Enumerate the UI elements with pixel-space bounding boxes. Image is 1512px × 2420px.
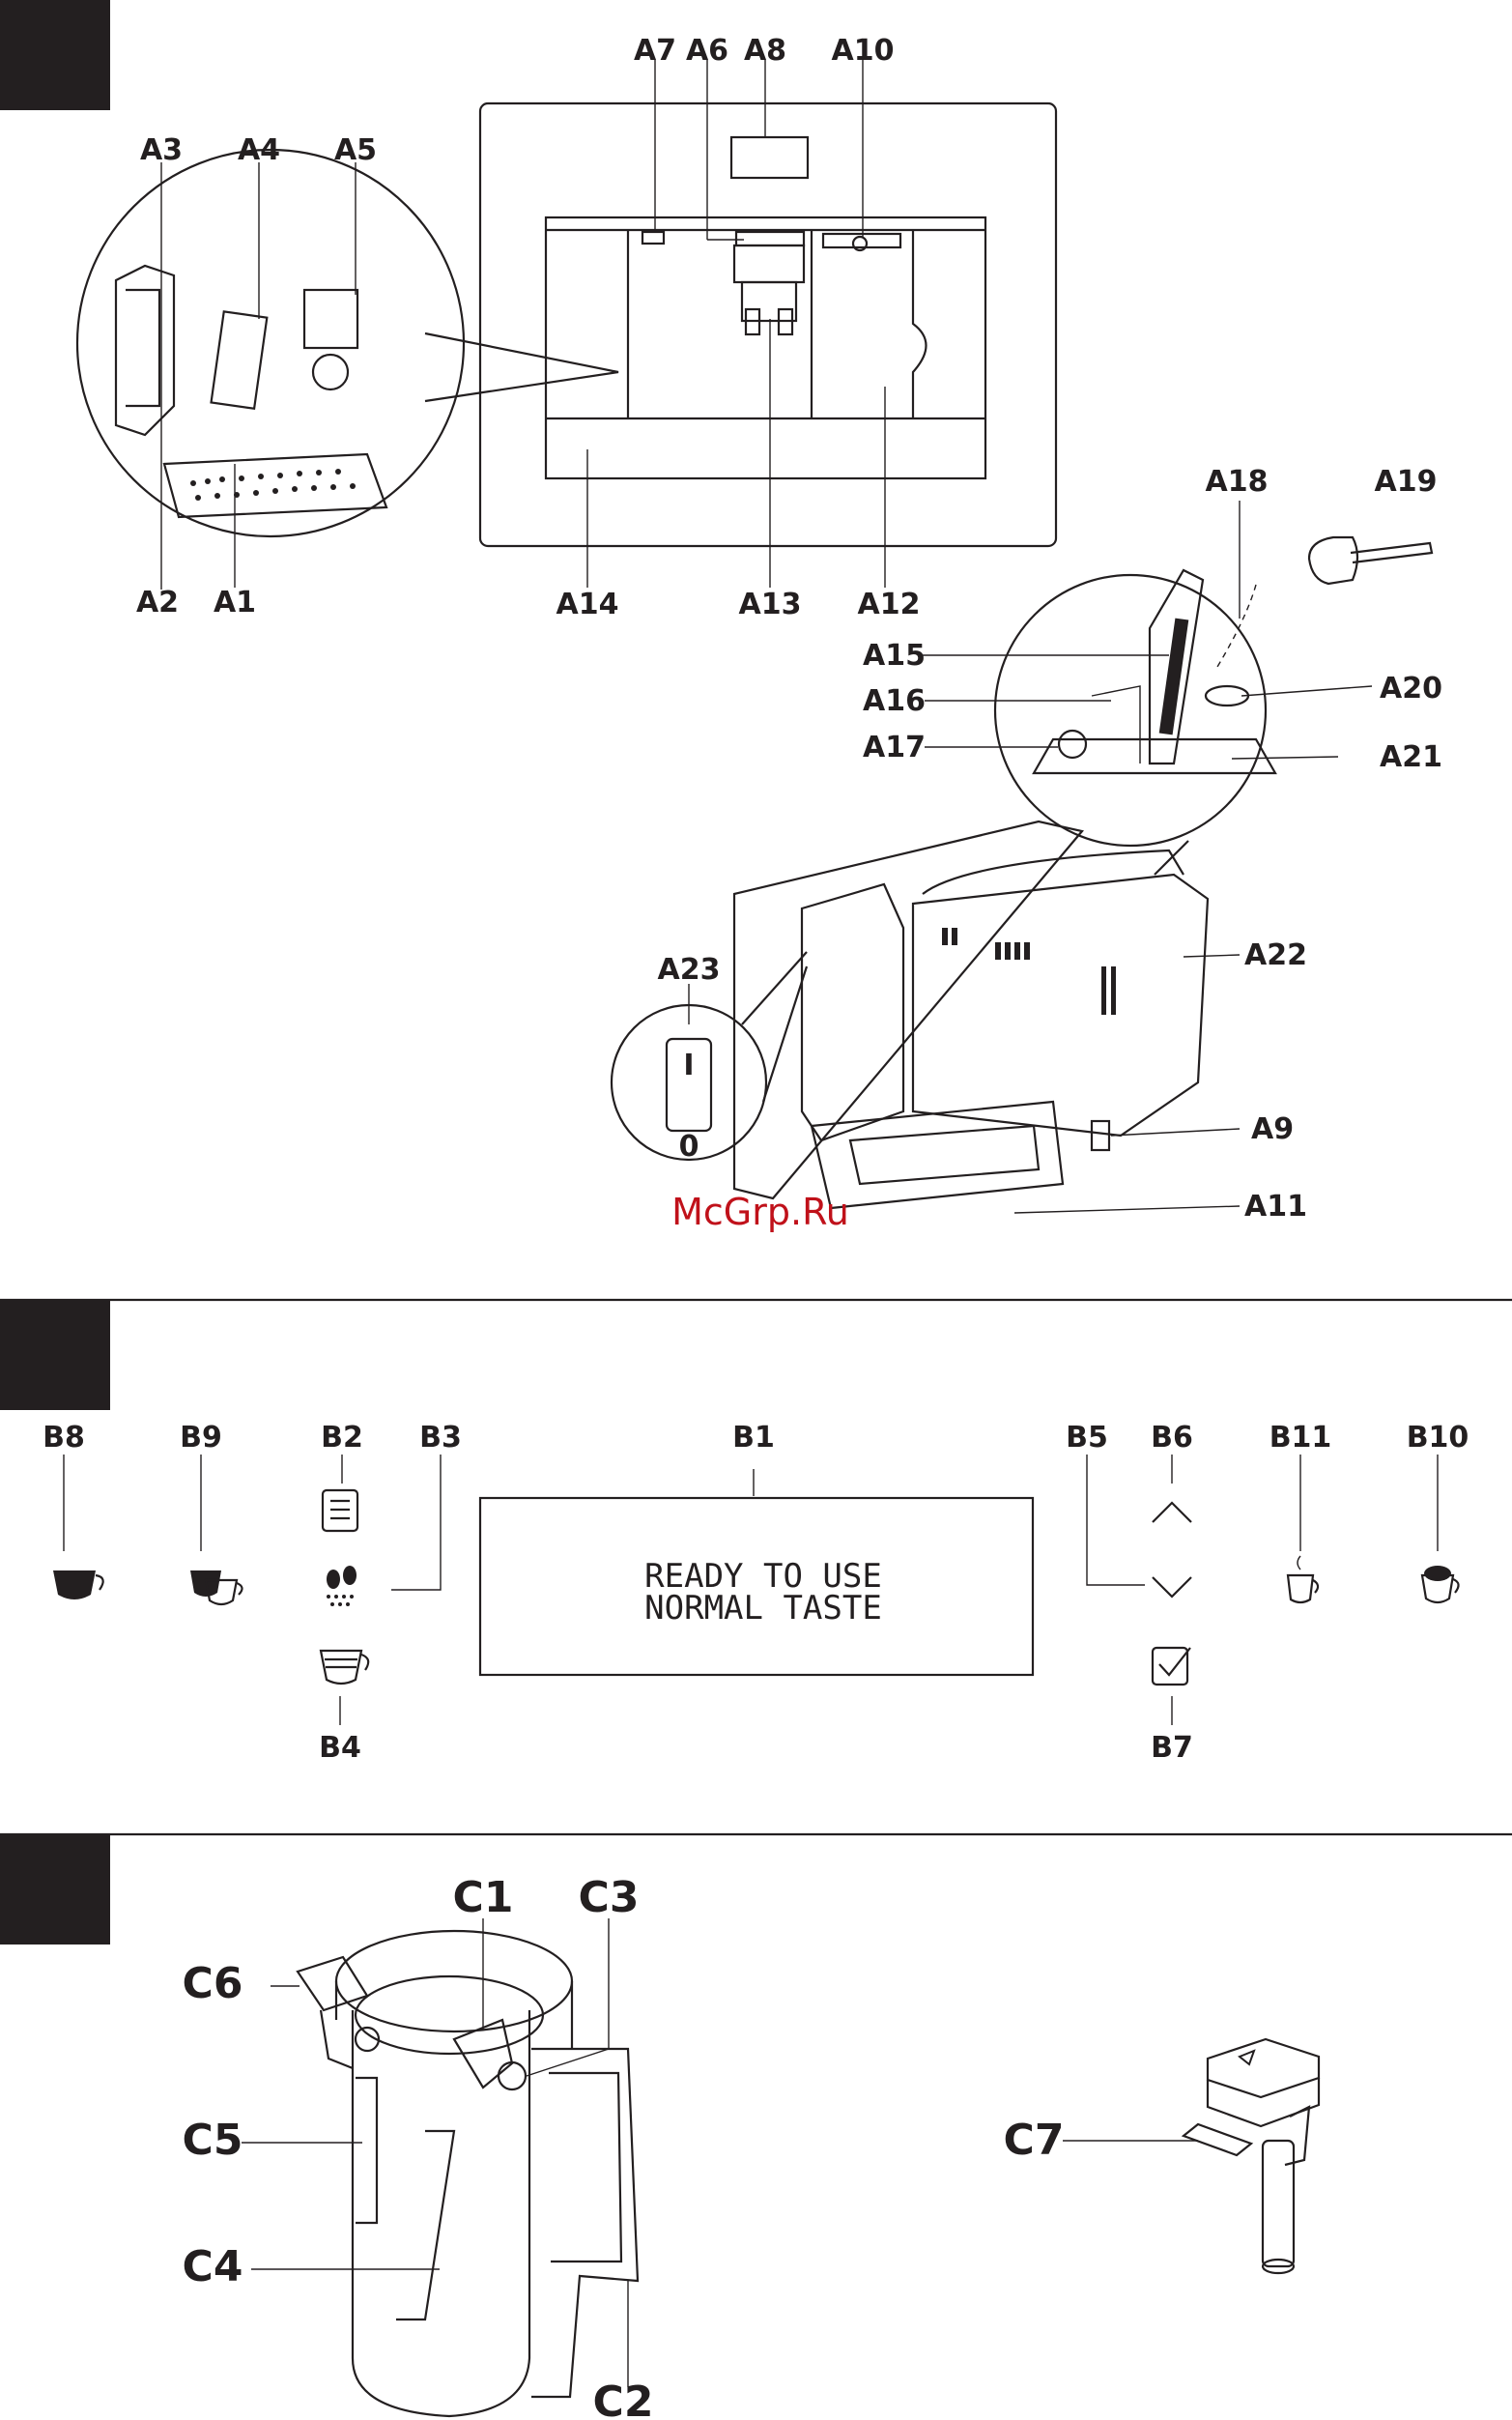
switch-off-label: 0 xyxy=(679,1130,699,1164)
checkbox-icon[interactable] xyxy=(1153,1648,1190,1685)
label-a23: A23 xyxy=(658,953,721,987)
label-b7: B7 xyxy=(1151,1731,1193,1765)
label-a2: A2 xyxy=(136,586,179,619)
machine-front-view xyxy=(480,103,1056,546)
label-a7: A7 xyxy=(634,34,676,68)
label-c7: C7 xyxy=(1004,2116,1065,2165)
label-c1: C1 xyxy=(453,1873,514,1922)
drip-tray-detail-circle xyxy=(77,150,618,536)
chevron-down-icon[interactable] xyxy=(1153,1577,1191,1597)
label-a9: A9 xyxy=(1251,1112,1294,1146)
cappuccino-cup-icon[interactable] xyxy=(1422,1566,1459,1602)
display-line-2: NORMAL TASTE xyxy=(644,1589,882,1628)
double-espresso-icon[interactable] xyxy=(190,1570,242,1604)
label-a18: A18 xyxy=(1206,465,1269,499)
label-a19: A19 xyxy=(1375,465,1438,499)
label-a4: A4 xyxy=(238,133,280,167)
hot-water-cup-icon[interactable] xyxy=(1288,1556,1318,1602)
label-c2: C2 xyxy=(593,2377,654,2420)
label-a6: A6 xyxy=(686,34,728,68)
label-c6: C6 xyxy=(183,1959,243,2008)
section-a-labels: A7 A6 A8 A10 A3 A4 A5 A2 A1 A14 A13 A12 … xyxy=(136,34,1442,1224)
label-a21: A21 xyxy=(1380,740,1442,774)
label-b1: B1 xyxy=(732,1421,775,1455)
label-a3: A3 xyxy=(140,133,183,167)
label-b11: B11 xyxy=(1270,1421,1332,1455)
label-b10: B10 xyxy=(1407,1421,1469,1455)
label-a14: A14 xyxy=(556,588,619,621)
switch-on-label: I xyxy=(683,1049,694,1082)
label-b3: B3 xyxy=(419,1421,462,1455)
section-b-marker xyxy=(0,1300,110,1410)
label-a1: A1 xyxy=(214,586,256,619)
section-c-labels: C1 C3 C6 C5 C4 C2 C7 xyxy=(183,1873,1065,2420)
milk-frother-nozzle xyxy=(1184,2039,1319,2273)
ground-coffee-detail-circle xyxy=(995,537,1432,875)
section-a-marker xyxy=(0,0,110,110)
label-b5: B5 xyxy=(1066,1421,1108,1455)
label-a12: A12 xyxy=(858,588,921,621)
chevron-up-icon[interactable] xyxy=(1153,1503,1191,1522)
machine-side-view xyxy=(612,821,1208,1208)
milk-container xyxy=(298,1931,638,2416)
label-c3: C3 xyxy=(579,1873,640,1922)
label-c4: C4 xyxy=(183,2242,243,2291)
label-a16: A16 xyxy=(863,684,926,718)
long-coffee-cup-icon[interactable] xyxy=(321,1651,368,1684)
label-b8: B8 xyxy=(43,1421,85,1455)
label-a17: A17 xyxy=(863,731,926,764)
label-a8: A8 xyxy=(744,34,786,68)
label-a11: A11 xyxy=(1244,1190,1307,1224)
label-a20: A20 xyxy=(1380,672,1442,706)
menu-icon[interactable] xyxy=(323,1490,357,1531)
label-b4: B4 xyxy=(319,1731,361,1765)
label-a15: A15 xyxy=(863,639,926,673)
label-a22: A22 xyxy=(1244,938,1307,972)
label-b6: B6 xyxy=(1151,1421,1193,1455)
label-b9: B9 xyxy=(180,1421,222,1455)
watermark: McGrp.Ru xyxy=(671,1191,849,1233)
label-a5: A5 xyxy=(334,133,377,167)
bean-grinder-icon[interactable] xyxy=(327,1566,357,1606)
label-b2: B2 xyxy=(321,1421,363,1455)
label-c5: C5 xyxy=(183,2116,243,2165)
label-a13: A13 xyxy=(739,588,802,621)
label-a10: A10 xyxy=(832,34,895,68)
section-c-marker xyxy=(0,1834,110,1945)
espresso-cup-icon[interactable] xyxy=(53,1570,103,1599)
